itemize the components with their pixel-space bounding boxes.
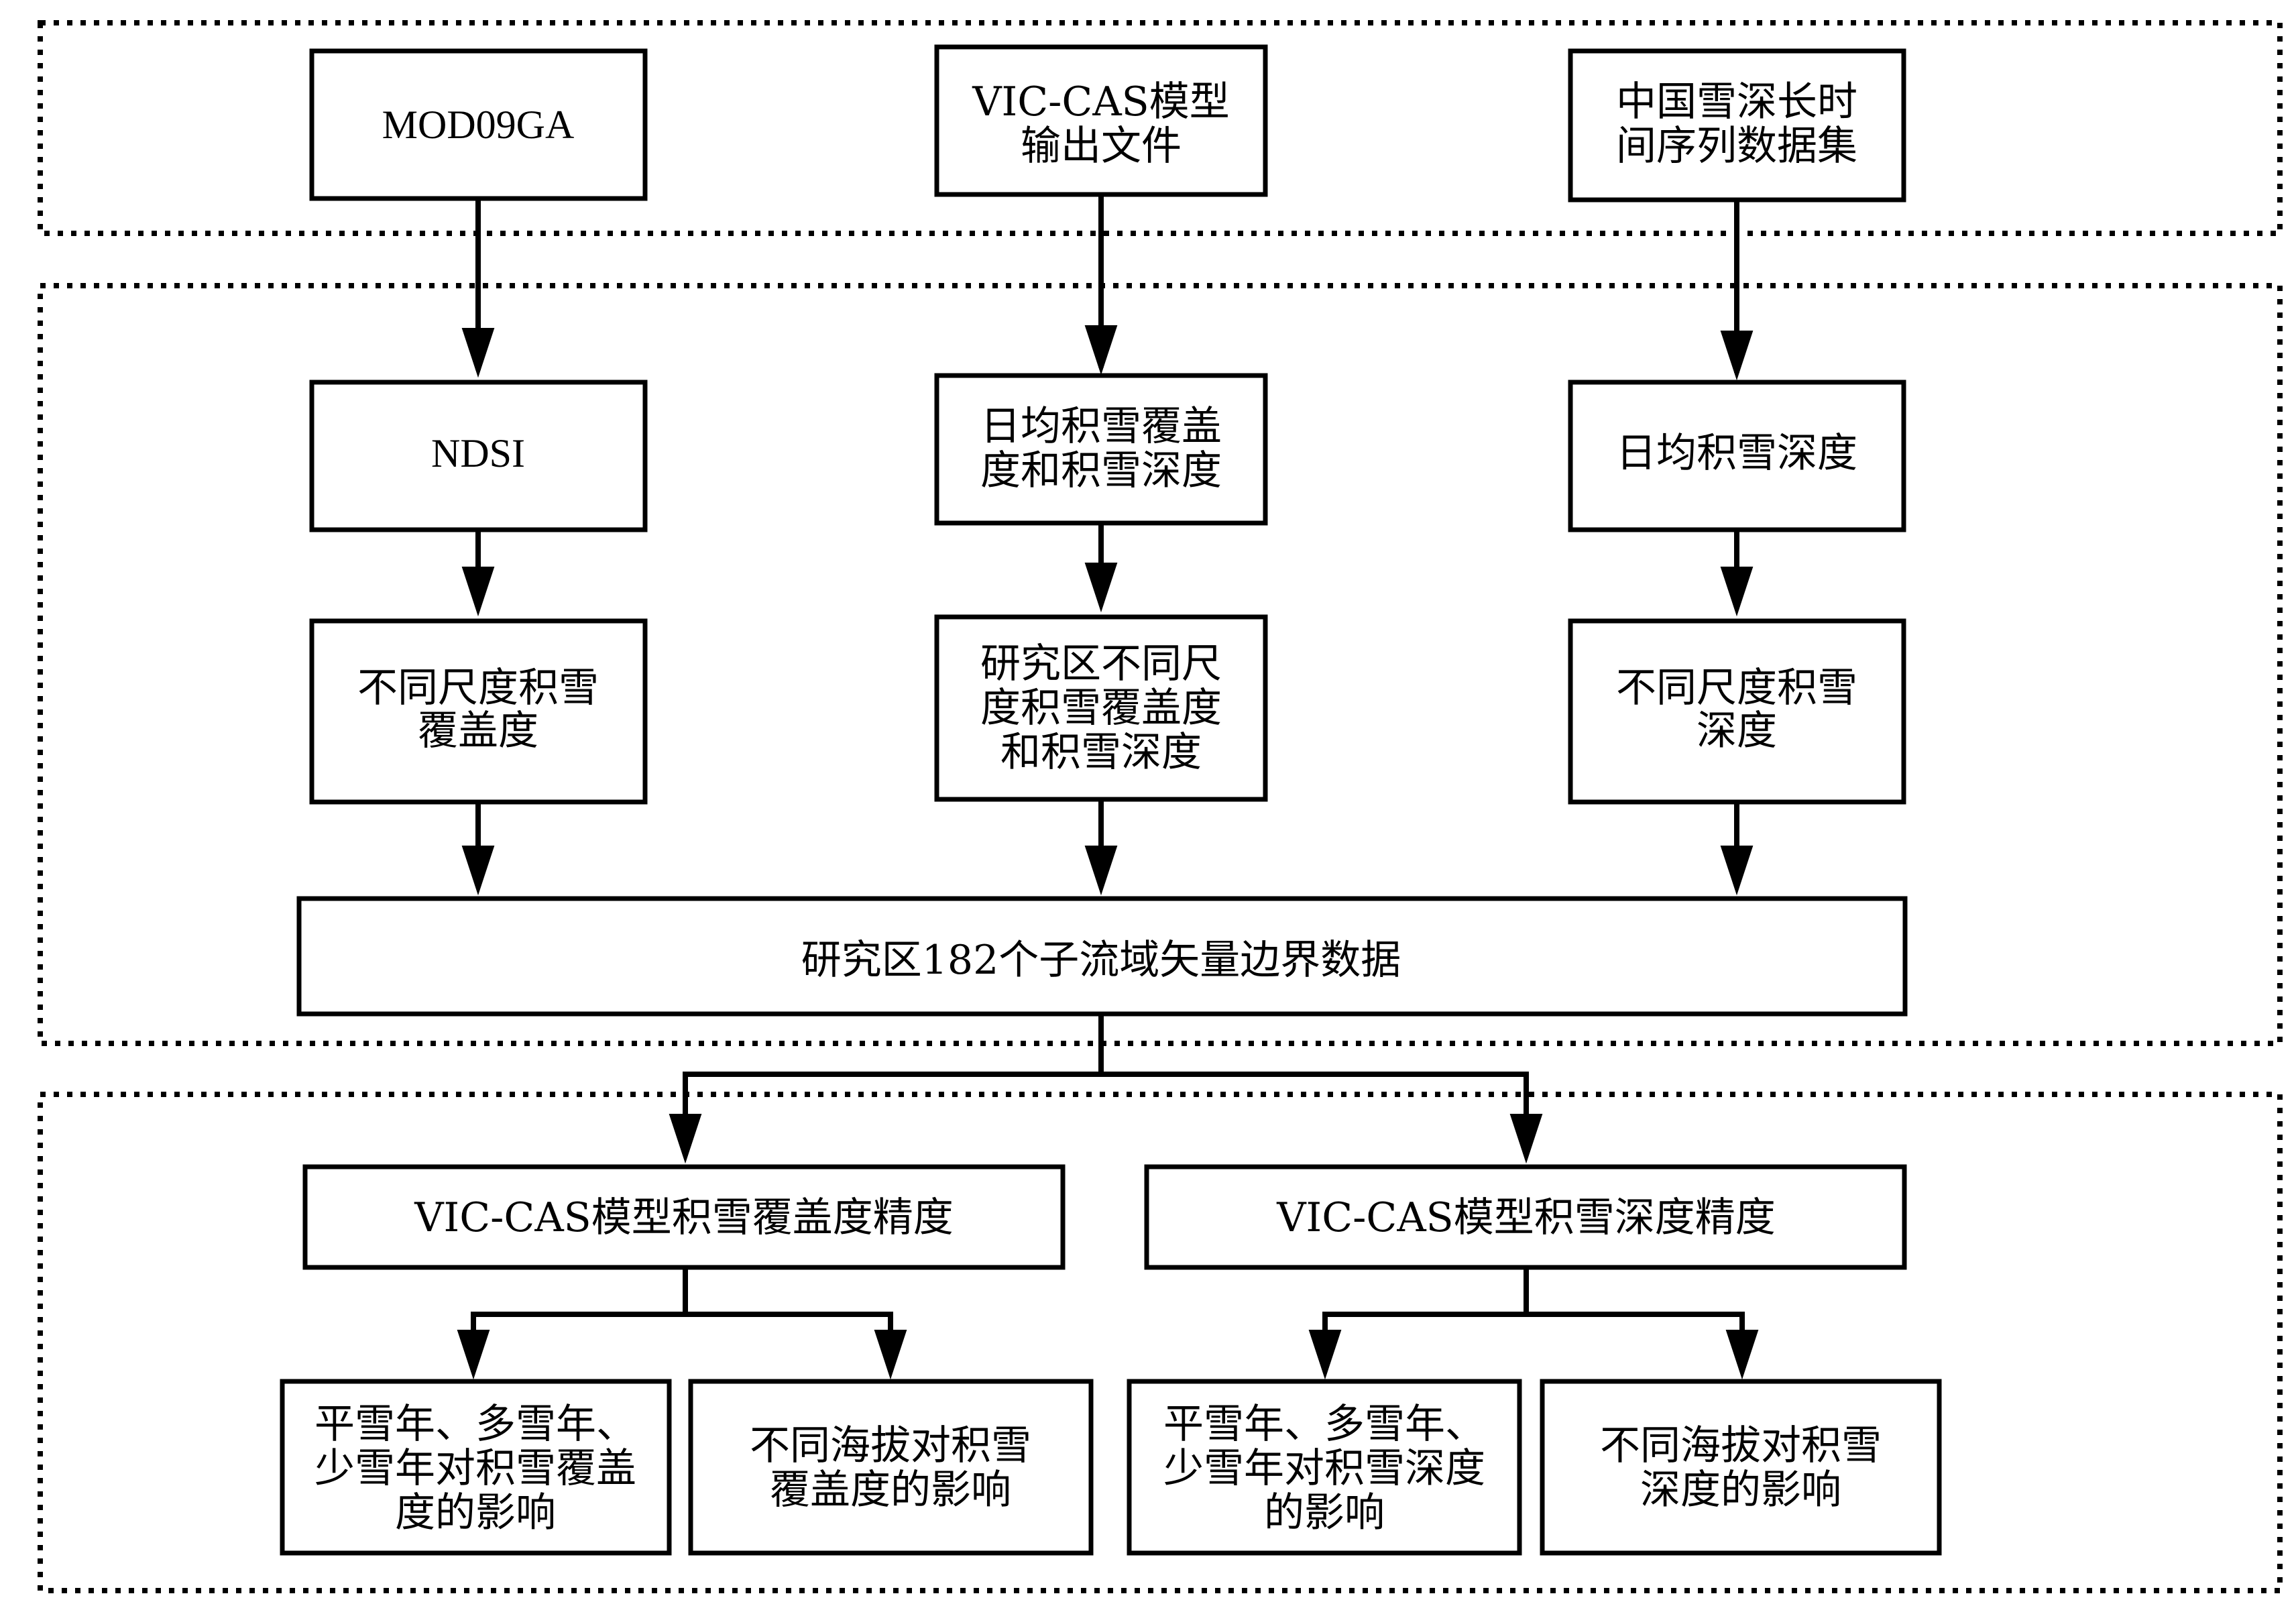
node-mod09ga: MOD09GA: [309, 48, 648, 201]
svg-text:VIC-CAS模型: VIC-CAS模型: [972, 78, 1230, 125]
svg-text:深度的影响: 深度的影响: [1640, 1467, 1841, 1513]
arrowhead-icon: [669, 1114, 702, 1164]
svg-text:少雪年对积雪覆盖: 少雪年对积雪覆盖: [314, 1445, 636, 1492]
svg-text:VIC-CAS模型积雪深度精度: VIC-CAS模型积雪深度精度: [1276, 1194, 1776, 1241]
svg-text:平雪年、多雪年、: 平雪年、多雪年、: [314, 1401, 636, 1448]
arrowhead-icon: [1084, 325, 1118, 376]
svg-text:度积雪覆盖度: 度积雪覆盖度: [980, 685, 1222, 732]
node-subbasin-boundary: 研究区182个子流域矢量边界数据: [296, 896, 1908, 1017]
connector-subbasin-split-right: [1101, 1072, 1529, 1148]
svg-text:间序列数据集: 间序列数据集: [1616, 123, 1857, 170]
svg-text:覆盖度: 覆盖度: [418, 707, 538, 754]
svg-text:度的影响: 度的影响: [395, 1489, 556, 1536]
arrowheads: [457, 325, 1759, 1380]
svg-text:MOD09GA: MOD09GA: [382, 103, 575, 147]
svg-text:日均积雪覆盖: 日均积雪覆盖: [980, 403, 1222, 450]
group-frame-processing: [38, 283, 2283, 1046]
node-daily-depth: 日均积雪深度: [1568, 380, 1906, 532]
svg-text:少雪年对积雪深度: 少雪年对积雪深度: [1163, 1445, 1485, 1492]
node-study-area-multiscale: 研究区不同尺 度积雪覆盖度 和积雪深度: [934, 614, 1268, 802]
arrowhead-icon: [1308, 1330, 1342, 1380]
svg-text:不同海拔对积雪: 不同海拔对积雪: [750, 1422, 1031, 1469]
connector-coverage-split-right: [685, 1312, 893, 1364]
svg-text:和积雪深度: 和积雪深度: [1000, 729, 1202, 776]
node-vic-cas-output: VIC-CAS模型 输出文件: [934, 44, 1268, 197]
svg-text:不同尺度积雪: 不同尺度积雪: [357, 665, 599, 711]
svg-text:不同海拔对积雪: 不同海拔对积雪: [1600, 1422, 1882, 1469]
arrowhead-icon: [1725, 1330, 1759, 1380]
svg-text:不同尺度积雪: 不同尺度积雪: [1616, 665, 1857, 711]
svg-text:覆盖度的影响: 覆盖度的影响: [770, 1467, 1011, 1513]
svg-text:日均积雪深度: 日均积雪深度: [1616, 430, 1857, 477]
arrowhead-icon: [461, 846, 495, 896]
arrowhead-icon: [1720, 846, 1754, 896]
arrowhead-icon: [874, 1330, 907, 1380]
arrowhead-icon: [1084, 846, 1118, 896]
svg-text:深度: 深度: [1697, 707, 1777, 754]
node-depth-snow-year-effect: 平雪年、多雪年、 少雪年对积雪深度 的影响: [1127, 1379, 1522, 1556]
svg-text:输出文件: 输出文件: [1021, 123, 1182, 170]
node-daily-coverage-depth: 日均积雪覆盖 度和积雪深度: [934, 373, 1268, 526]
node-ndsi: NDSI: [309, 380, 648, 532]
node-depth-accuracy: VIC-CAS模型积雪深度精度: [1144, 1164, 1907, 1270]
svg-text:平雪年、多雪年、: 平雪年、多雪年、: [1163, 1401, 1485, 1448]
svg-text:的影响: 的影响: [1264, 1489, 1385, 1536]
arrowhead-icon: [1084, 563, 1118, 613]
node-coverage-snow-year-effect: 平雪年、多雪年、 少雪年对积雪覆盖 度的影响: [280, 1379, 672, 1556]
arrowhead-icon: [1720, 331, 1754, 381]
node-china-snow-depth: 中国雪深长时 间序列数据集: [1568, 48, 1906, 203]
node-multiscale-coverage: 不同尺度积雪 覆盖度: [309, 618, 648, 805]
arrowhead-icon: [461, 567, 495, 617]
arrowhead-icon: [1720, 567, 1754, 617]
node-coverage-accuracy: VIC-CAS模型积雪覆盖度精度: [302, 1164, 1066, 1270]
svg-text:研究区不同尺: 研究区不同尺: [980, 640, 1222, 687]
node-coverage-elevation-effect: 不同海拔对积雪 覆盖度的影响: [688, 1379, 1094, 1556]
arrowhead-icon: [461, 328, 495, 378]
arrowhead-icon: [1509, 1114, 1543, 1164]
svg-text:VIC-CAS模型积雪覆盖度精度: VIC-CAS模型积雪覆盖度精度: [414, 1194, 954, 1241]
node-depth-elevation-effect: 不同海拔对积雪 深度的影响: [1540, 1379, 1942, 1556]
group-frame-input-data: [38, 20, 2283, 236]
connector-depth-split-right: [1526, 1312, 1745, 1364]
node-multiscale-depth: 不同尺度积雪 深度: [1568, 618, 1906, 805]
svg-text:度和积雪深度: 度和积雪深度: [980, 447, 1222, 494]
connector-depth-split: [1322, 1267, 1529, 1364]
svg-text:NDSI: NDSI: [431, 431, 525, 475]
connector-subbasin-split: [683, 1014, 1104, 1148]
connector-coverage-split: [471, 1267, 688, 1364]
svg-text:研究区182个子流域矢量边界数据: 研究区182个子流域矢量边界数据: [801, 937, 1401, 984]
svg-text:中国雪深长时: 中国雪深长时: [1616, 78, 1857, 125]
arrowhead-icon: [457, 1330, 490, 1380]
